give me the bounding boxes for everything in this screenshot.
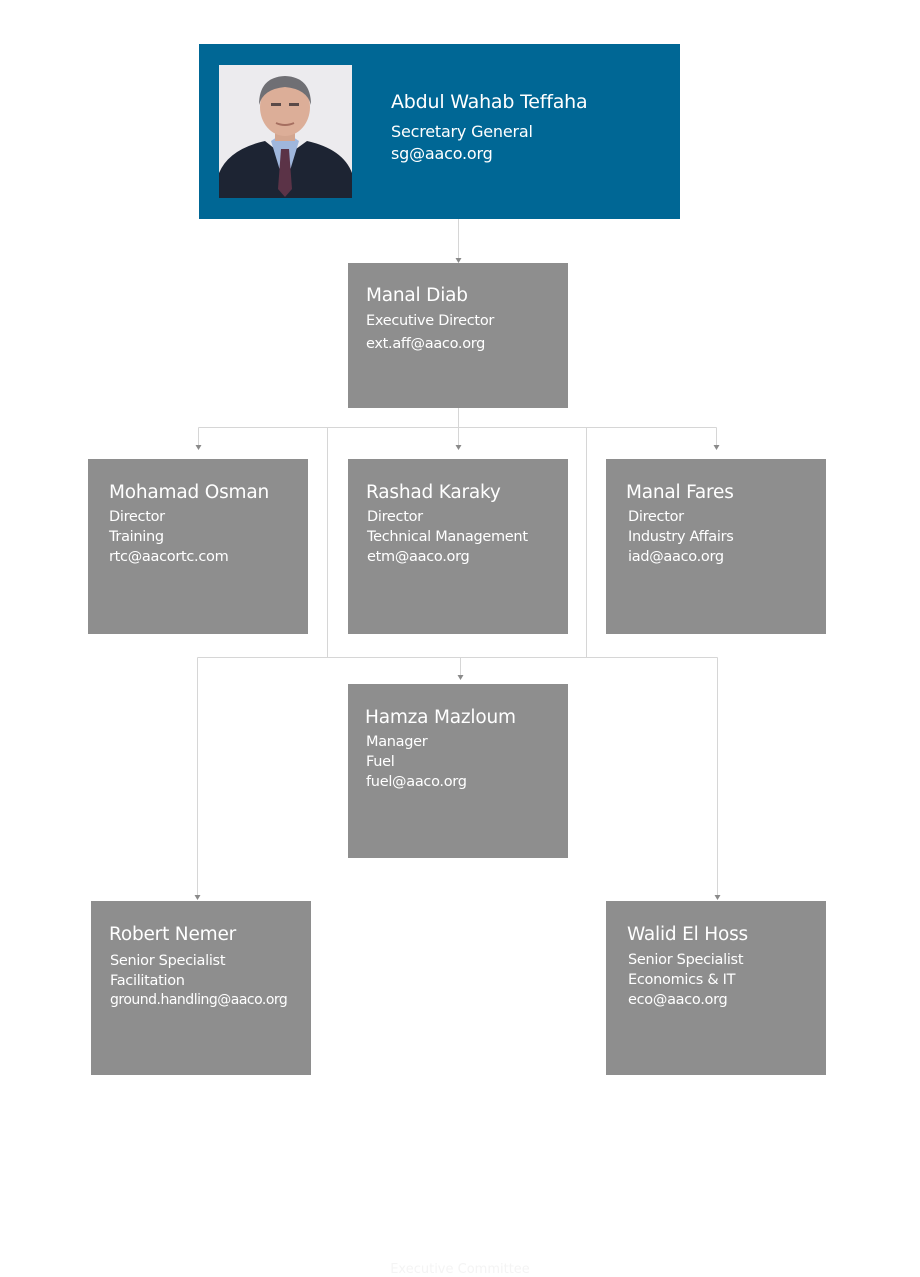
director-title: Director [367, 509, 423, 525]
director-name: Manal Fares [626, 482, 734, 503]
executive-director-box: Manal Diab Executive Director ext.aff@aa… [348, 263, 568, 408]
specialist-department: Facilitation [110, 973, 185, 989]
director-box-technical-management: Rashad Karaky Director Technical Managem… [348, 459, 568, 634]
director-title: Director [109, 509, 165, 525]
specialist-title: Senior Specialist [628, 952, 744, 968]
director-department: Industry Affairs [628, 529, 734, 545]
director-department: Technical Management [367, 529, 528, 545]
manager-email: fuel@aaco.org [366, 774, 467, 790]
footer-caption: Executive Committee [390, 1262, 530, 1277]
specialist-title: Senior Specialist [110, 953, 226, 969]
specialist-email: eco@aaco.org [628, 992, 728, 1008]
manager-title: Manager [366, 734, 428, 750]
specialist-box-facilitation: Robert Nemer Senior Specialist Facilitat… [91, 901, 311, 1075]
director-department: Training [109, 529, 164, 545]
arrow-economics [714, 895, 721, 900]
arrow-technical [455, 445, 462, 450]
specialist-name: Robert Nemer [109, 924, 237, 945]
secretary-general-email: sg@aaco.org [391, 144, 493, 163]
director-name: Rashad Karaky [366, 482, 501, 503]
manager-name: Hamza Mazloum [365, 707, 516, 728]
director-email: etm@aaco.org [367, 549, 470, 565]
arrow-fuel [457, 675, 464, 680]
director-email: rtc@aacortc.com [109, 549, 229, 565]
director-title: Director [628, 509, 684, 525]
secretary-general-box: Abdul Wahab Teffaha Secretary General sg… [199, 44, 680, 219]
arrow-executive [455, 258, 462, 263]
director-email: iad@aaco.org [628, 549, 724, 565]
arrow-industry [713, 445, 720, 450]
executive-director-email: ext.aff@aaco.org [366, 336, 486, 352]
arrow-facilitation [194, 895, 201, 900]
director-name: Mohamad Osman [109, 482, 270, 503]
secretary-general-title: Secretary General [391, 122, 533, 141]
arrow-training [195, 445, 202, 450]
secretary-general-name: Abdul Wahab Teffaha [391, 91, 588, 113]
manager-department: Fuel [366, 754, 395, 770]
specialist-box-economics-it: Walid El Hoss Senior Specialist Economic… [606, 901, 826, 1075]
executive-director-title: Executive Director [366, 313, 495, 329]
director-box-industry-affairs: Manal Fares Director Industry Affairs ia… [606, 459, 826, 634]
director-box-training: Mohamad Osman Director Training rtc@aaco… [88, 459, 308, 634]
specialist-department: Economics & IT [628, 972, 736, 988]
specialist-name: Walid El Hoss [627, 924, 748, 945]
manager-box-fuel: Hamza Mazloum Manager Fuel fuel@aaco.org [348, 684, 568, 858]
specialist-email: ground.handling@aaco.org [110, 992, 288, 1008]
executive-director-name: Manal Diab [366, 285, 468, 306]
secretary-general-photo [219, 65, 352, 198]
